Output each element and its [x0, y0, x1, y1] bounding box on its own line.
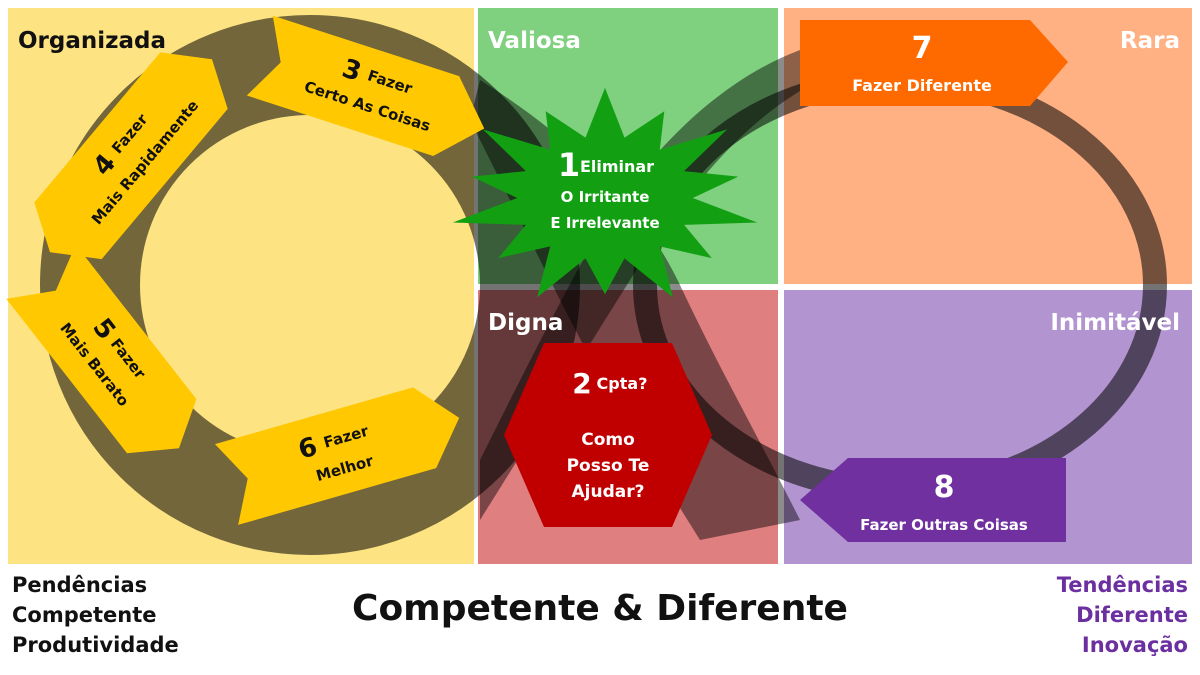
step-2-line3: Ajudar?	[572, 482, 645, 502]
step-2-line1: Como	[581, 430, 635, 450]
step-8-text: Fazer Outras Coisas	[860, 516, 1028, 534]
step-1-line2: E Irrelevante	[550, 214, 659, 232]
crossing-lens-2	[480, 50, 820, 520]
label-digna: Digna	[488, 310, 563, 336]
footer-left-item: Competente	[12, 603, 157, 627]
step-1-number: 1	[558, 146, 580, 184]
step-2-number: 2	[572, 367, 591, 400]
step-7-number: 7	[912, 31, 933, 66]
footer-right-item: Tendências	[1056, 573, 1188, 597]
step-2-word: Cpta?	[597, 374, 648, 393]
footer-left-item: Pendências	[12, 573, 148, 597]
step-6-arrow: 6 Fazer Melhor	[214, 387, 460, 525]
step-8-arrow: 8 Fazer Outras Coisas	[800, 458, 1066, 542]
footer-right-item: Inovação	[1081, 633, 1188, 657]
label-valiosa: Valiosa	[488, 28, 581, 54]
footer-left-list: Pendências Competente Produtividade	[12, 570, 179, 660]
step-1-line1: O Irritante	[561, 188, 650, 206]
step-1-word: Eliminar	[580, 157, 654, 176]
step-8-number: 8	[934, 470, 955, 505]
label-organizada: Organizada	[18, 28, 166, 54]
footer-right-item: Diferente	[1076, 603, 1188, 627]
label-inimitavel: Inimitável	[1050, 310, 1180, 336]
step-1-star: 1 Eliminar O Irritante E Irrelevante	[452, 87, 758, 298]
step-7-text: Fazer Diferente	[852, 76, 992, 95]
main-title: Competente & Diferente	[352, 588, 848, 629]
step-2-hexagon: 2 Cpta? Como Posso Te Ajudar?	[504, 343, 712, 527]
step-7-arrow: 7 Fazer Diferente	[800, 20, 1068, 106]
step-2-line2: Posso Te	[567, 456, 650, 476]
label-rara: Rara	[1120, 28, 1180, 54]
footer-right-list: Tendências Diferente Inovação	[1057, 570, 1188, 660]
footer-left-item: Produtividade	[12, 633, 179, 657]
